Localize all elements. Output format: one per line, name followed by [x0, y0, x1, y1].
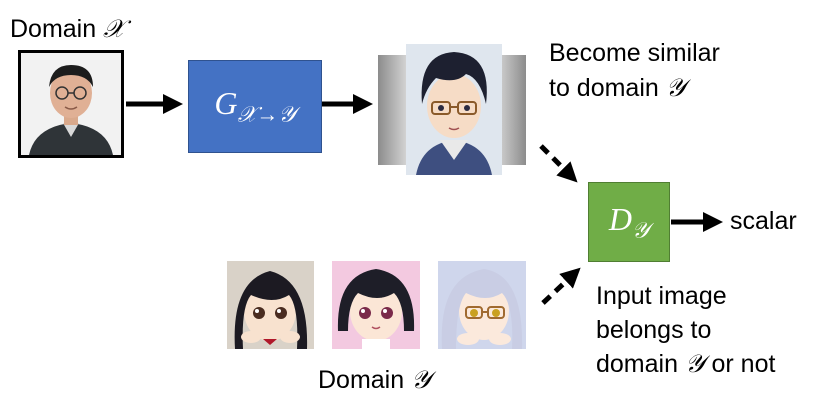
discriminator-label: D𝒴 [609, 201, 649, 243]
anime-girl-icon [227, 261, 314, 349]
become-similar-line1: Become similar [549, 39, 720, 67]
arrow-generated-to-discriminator [539, 144, 578, 183]
discriminator-subscript: 𝒴 [631, 217, 650, 243]
anime-boy-glasses-icon [406, 44, 502, 175]
domain-y-prefix: Domain [318, 366, 412, 394]
input-note-line2: belongs to [596, 316, 712, 344]
input-note-line1: Input image [596, 282, 727, 310]
input-note-suffix: or not [704, 350, 776, 378]
domain-x-prefix: Domain [10, 15, 104, 43]
generator-subscript: 𝒳→𝒴 [237, 101, 296, 127]
input-note-line3: domain 𝒴 or not [596, 349, 775, 380]
domain-y-image-1 [227, 261, 314, 349]
anime-girl-pink-icon [332, 261, 420, 349]
domain-x-photo [18, 50, 124, 158]
domain-y-image-3 [438, 261, 526, 349]
discriminator-base: D [608, 200, 632, 237]
become-similar-symbol: 𝒴 [665, 75, 686, 102]
become-similar-line2: to domain 𝒴 [549, 73, 685, 104]
input-note-prefix: domain [596, 350, 685, 378]
generator-box: G𝒳→𝒴 [188, 60, 322, 153]
input-note-symbol: 𝒴 [684, 351, 705, 378]
domain-y-image-2 [332, 261, 420, 349]
generated-anime-image [406, 44, 502, 175]
domain-x-label: Domain 𝒳 [10, 14, 125, 45]
person-photo-icon [21, 53, 121, 155]
generator-label: G𝒳→𝒴 [214, 85, 295, 127]
anime-girl-silver-icon [438, 261, 526, 349]
generator-base: G [214, 85, 238, 122]
become-similar-prefix: to domain [549, 74, 666, 102]
arrow-domain-y-to-discriminator [541, 267, 581, 305]
scalar-label: scalar [730, 207, 797, 235]
discriminator-box: D𝒴 [588, 182, 670, 262]
domain-x-symbol: 𝒳 [103, 16, 125, 43]
domain-y-label: Domain 𝒴 [318, 365, 431, 396]
domain-y-symbol: 𝒴 [411, 367, 431, 394]
